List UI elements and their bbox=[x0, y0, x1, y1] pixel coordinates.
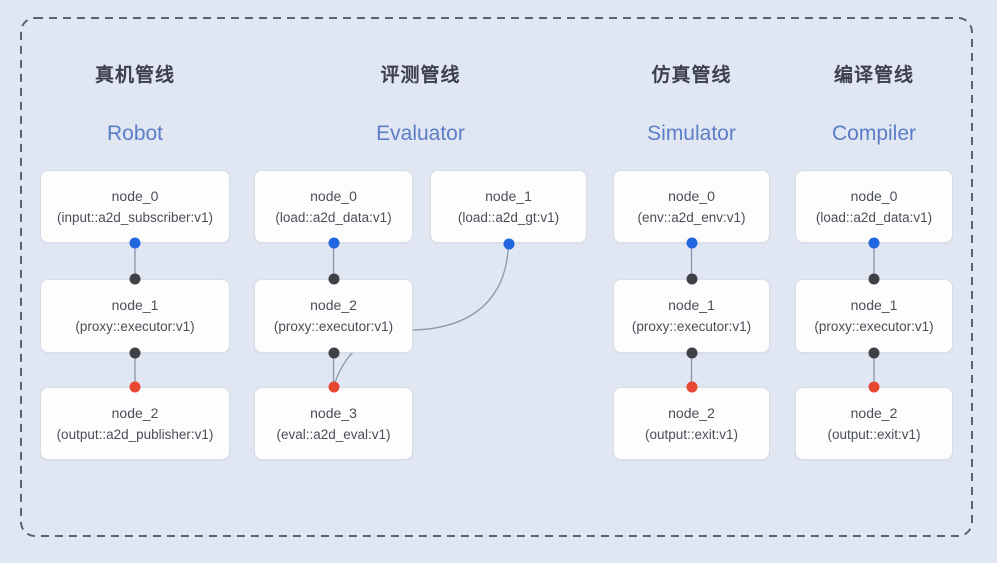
node-card-evaluator-node0: node_0 (load::a2d_data:v1) bbox=[254, 170, 413, 243]
pipeline-header-robot: 真机管线 Robot bbox=[40, 63, 230, 148]
node-type: (proxy::executor:v1) bbox=[631, 319, 752, 334]
blue-output-port-compiler-node0 bbox=[868, 237, 880, 249]
node-type: (proxy::executor:v1) bbox=[814, 319, 934, 334]
node-name: node_2 bbox=[668, 404, 715, 421]
black-output-port-evaluator-node2 bbox=[328, 347, 339, 359]
node-type: (output::a2d_publisher:v1) bbox=[56, 426, 214, 442]
black-input-port-evaluator-node2 bbox=[328, 273, 339, 285]
black-output-port-simulator-node1 bbox=[686, 347, 697, 359]
pipeline-title-zh-evaluator: 评测管线 bbox=[380, 65, 461, 86]
blue-output-port-simulator-node0 bbox=[686, 237, 697, 249]
black-input-port-robot-node1 bbox=[129, 273, 141, 285]
node-type: (load::a2d_gt:v1) bbox=[457, 209, 560, 225]
node-type: (proxy::executor:v1) bbox=[273, 319, 394, 334]
node-name: node_1 bbox=[850, 297, 898, 313]
pipeline-title-en-simulator: Simulator bbox=[647, 122, 736, 145]
pipeline-title-en-robot: Robot bbox=[106, 122, 164, 145]
dashed-container-border bbox=[20, 17, 973, 537]
node-name: node_1 bbox=[668, 297, 715, 313]
node-card-evaluator-node1: node_1 (load::a2d_gt:v1) bbox=[430, 170, 587, 243]
red-input-port-robot-node2 bbox=[129, 381, 141, 393]
blue-output-port-evaluator-node1 bbox=[503, 238, 514, 250]
node-name: node_0 bbox=[668, 187, 715, 204]
black-output-port-compiler-node1 bbox=[868, 347, 880, 359]
node-name: node_2 bbox=[111, 404, 159, 421]
node-name: node_2 bbox=[310, 297, 357, 313]
pipeline-title-zh-robot: 真机管线 bbox=[94, 65, 175, 86]
node-card-simulator-node1: node_1 (proxy::executor:v1) bbox=[613, 279, 770, 353]
node-name: node_1 bbox=[111, 297, 159, 313]
node-card-compiler-node0: node_0 (load::a2d_data:v1) bbox=[795, 170, 953, 243]
node-card-simulator-node2: node_2 (output::exit:v1) bbox=[613, 387, 770, 460]
node-card-compiler-node1: node_1 (proxy::executor:v1) bbox=[795, 279, 953, 353]
pipeline-title-zh-compiler: 编译管线 bbox=[833, 65, 914, 86]
red-input-port-compiler-node2 bbox=[868, 381, 880, 393]
node-name: node_1 bbox=[485, 187, 532, 204]
pipeline-title-en-compiler: Compiler bbox=[831, 122, 917, 145]
node-type: (env::a2d_env:v1) bbox=[637, 209, 746, 225]
node-card-evaluator-node3: node_3 (eval::a2d_eval:v1) bbox=[254, 387, 413, 460]
pipeline-title-zh-simulator: 仿真管线 bbox=[651, 65, 732, 86]
node-card-robot-node1: node_1 (proxy::executor:v1) bbox=[40, 279, 230, 353]
pipeline-header-compiler: 编译管线 Compiler bbox=[795, 63, 953, 148]
pipeline-title-en-evaluator: Evaluator bbox=[376, 122, 465, 145]
node-card-robot-node2: node_2 (output::a2d_publisher:v1) bbox=[40, 387, 230, 460]
node-card-robot-node0: node_0 (input::a2d_subscriber:v1) bbox=[40, 170, 230, 243]
red-input-port-simulator-node2 bbox=[686, 381, 697, 393]
node-card-simulator-node0: node_0 (env::a2d_env:v1) bbox=[613, 170, 770, 243]
pipeline-header-evaluator: 评测管线 Evaluator bbox=[254, 63, 587, 148]
node-card-evaluator-node2: node_2 (proxy::executor:v1) bbox=[254, 279, 413, 353]
blue-output-port-evaluator-node0 bbox=[328, 237, 339, 249]
node-type: (output::exit:v1) bbox=[827, 426, 921, 442]
black-output-port-robot-node1 bbox=[129, 347, 141, 359]
black-input-port-compiler-node1 bbox=[868, 273, 880, 285]
pipeline-header-simulator: 仿真管线 Simulator bbox=[613, 63, 770, 148]
node-type: (eval::a2d_eval:v1) bbox=[276, 426, 391, 442]
red-input-port-evaluator-node3 bbox=[328, 381, 339, 393]
node-card-compiler-node2: node_2 (output::exit:v1) bbox=[795, 387, 953, 460]
node-name: node_3 bbox=[310, 404, 357, 421]
blue-output-port-robot-node0 bbox=[129, 237, 141, 249]
black-input-port-simulator-node1 bbox=[686, 273, 697, 285]
node-type: (input::a2d_subscriber:v1) bbox=[56, 209, 214, 225]
node-type: (load::a2d_data:v1) bbox=[815, 209, 933, 225]
node-name: node_0 bbox=[111, 187, 159, 204]
edge-evaluator-n1-n3-curve bbox=[333, 243, 510, 385]
node-name: node_0 bbox=[850, 187, 898, 204]
node-name: node_0 bbox=[310, 187, 357, 204]
node-name: node_2 bbox=[850, 404, 898, 421]
node-type: (proxy::executor:v1) bbox=[75, 319, 195, 334]
node-type: (output::exit:v1) bbox=[644, 426, 739, 442]
node-type: (load::a2d_data:v1) bbox=[275, 209, 392, 225]
